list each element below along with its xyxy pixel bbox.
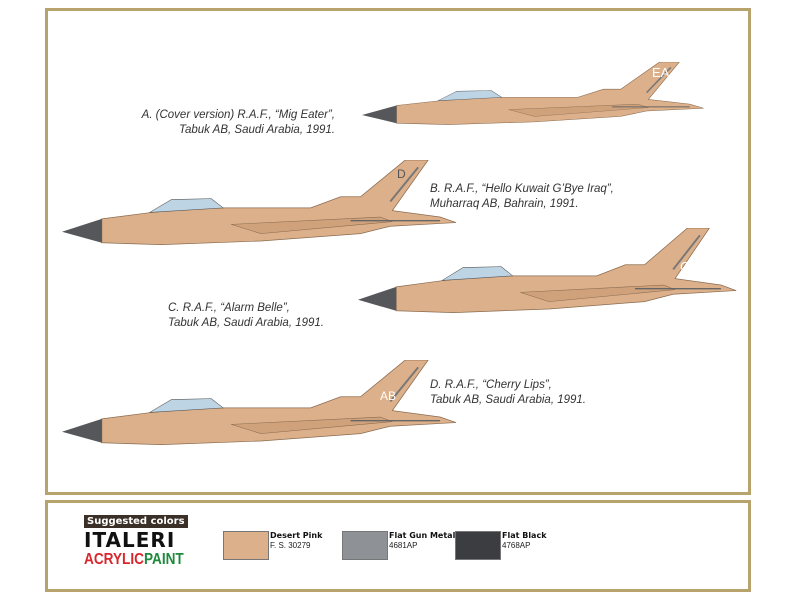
aircraft-a-profile: EA (362, 62, 705, 126)
caption-line: Tabuk AB, Saudi Arabia, 1991. (179, 124, 335, 136)
swatch-flat-black (455, 531, 501, 560)
caption-version-b: B. R.A.F., “Hello Kuwait G’Bye Iraq”, Muh… (430, 182, 614, 212)
tail-code: D (397, 167, 406, 181)
swatch-desert-pink (223, 531, 269, 560)
color-code: F. S. 30279 (270, 541, 311, 550)
caption-line: Tabuk AB, Saudi Arabia, 1991. (168, 317, 324, 329)
suggested-colors-title: Suggested colors (84, 515, 188, 528)
acrylic-paint-logo: ACRYLICPAINT (84, 551, 184, 569)
tail-code: EA (652, 65, 670, 80)
swatch-flat-gun-metal (342, 531, 388, 560)
caption-version-a: A. (Cover version) R.A.F., “Mig Eater”, T… (142, 108, 335, 138)
acrylic-text: ACRYLIC (84, 551, 144, 568)
color-name: Flat Gun Metal (389, 531, 456, 540)
aircraft-c-profile: CL (358, 228, 738, 314)
italeri-logo: ITALERI (84, 528, 176, 552)
caption-line: Muharraq AB, Bahrain, 1991. (430, 198, 579, 210)
caption-version-d: D. R.A.F., “Cherry Lips”, Tabuk AB, Saudi… (430, 378, 586, 408)
tail-code: AB (380, 389, 396, 403)
paint-text: PAINT (143, 551, 184, 568)
caption-version-c: C. R.A.F., “Alarm Belle”, Tabuk AB, Saudi… (168, 301, 324, 331)
caption-line: Tabuk AB, Saudi Arabia, 1991. (430, 394, 586, 406)
color-code: 4768AP (502, 541, 531, 550)
tail-code: CL (680, 259, 697, 274)
aircraft-d-profile: AB (62, 360, 458, 446)
caption-line: C. R.A.F., “Alarm Belle”, (168, 302, 290, 314)
color-name: Flat Black (502, 531, 547, 540)
color-code: 4681AP (389, 541, 418, 550)
color-name: Desert Pink (270, 531, 323, 540)
aircraft-b-profile: D (62, 160, 458, 246)
caption-line: B. R.A.F., “Hello Kuwait G’Bye Iraq”, (430, 183, 614, 195)
caption-line: A. (Cover version) R.A.F., “Mig Eater”, (141, 109, 335, 121)
caption-line: D. R.A.F., “Cherry Lips”, (430, 379, 552, 391)
